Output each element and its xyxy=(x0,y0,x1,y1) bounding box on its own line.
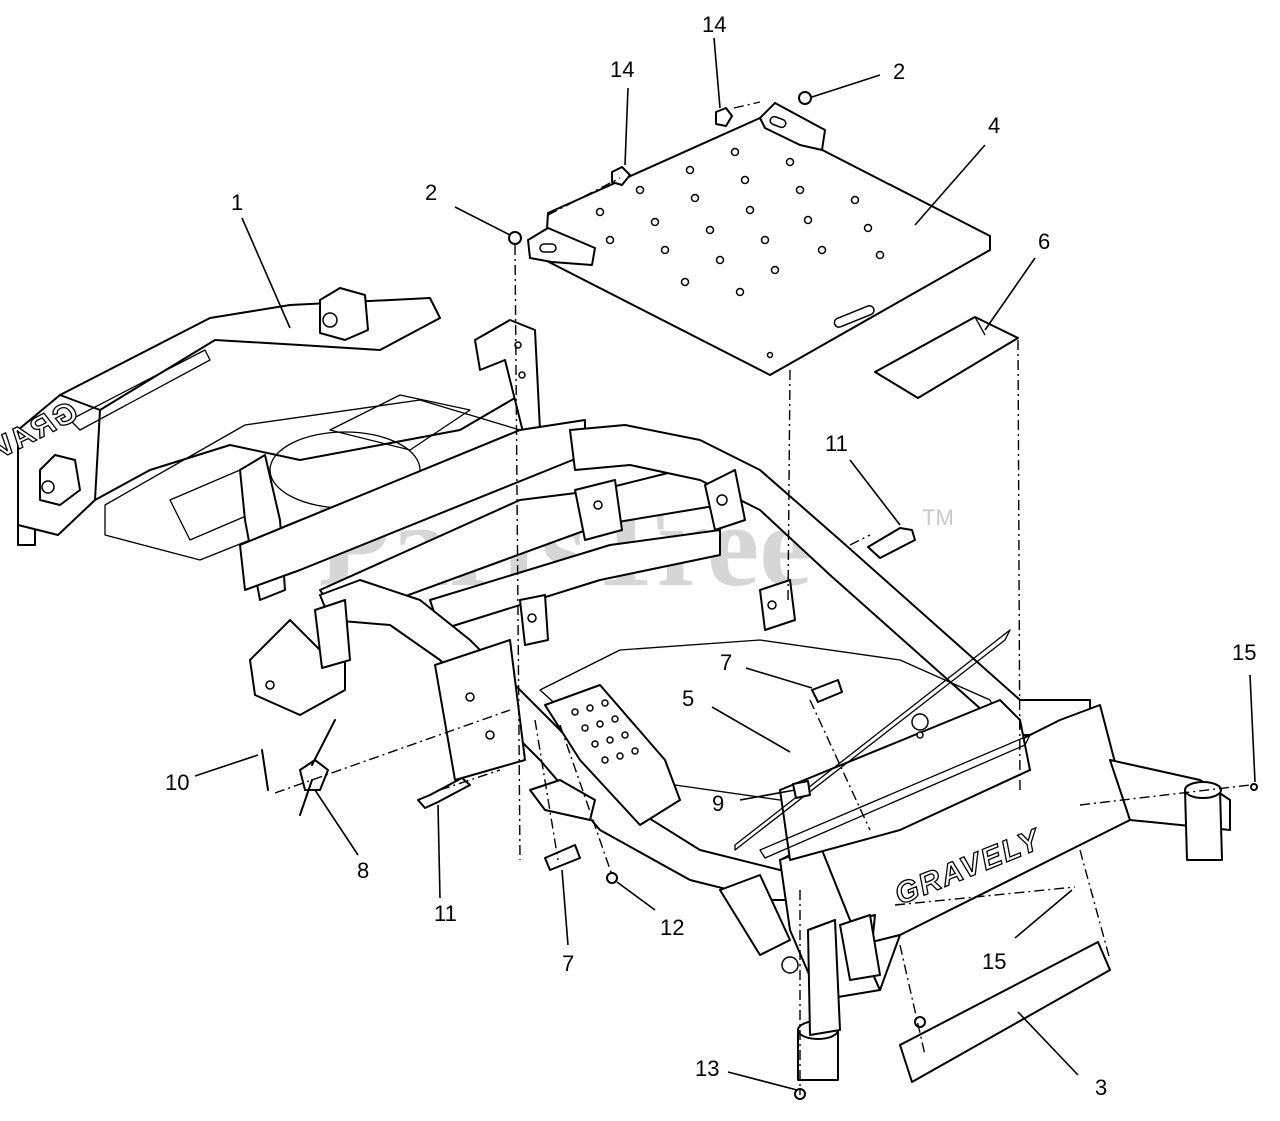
callout-9: 9 xyxy=(712,791,724,816)
seat-plate-holes xyxy=(595,147,885,359)
callout-11-top: 11 xyxy=(825,431,848,456)
callout-7-top: 7 xyxy=(720,650,732,675)
callout-14-right: 14 xyxy=(702,12,726,37)
bolt-11-top xyxy=(867,527,916,559)
cover-plate xyxy=(874,316,1019,399)
nut-14-right xyxy=(715,107,733,127)
callout-7-bottom: 7 xyxy=(562,951,574,976)
bottom-plate xyxy=(899,941,1111,1083)
callout-2-right: 2 xyxy=(893,59,905,84)
leader-lines xyxy=(194,37,1256,1091)
watermark-trademark: TM xyxy=(922,505,954,530)
callout-15-right: 15 xyxy=(1232,640,1256,665)
callout-14-left: 14 xyxy=(610,57,634,82)
center-plate xyxy=(734,629,1031,861)
pin-7-bottom xyxy=(544,844,581,871)
pin-7-top xyxy=(811,679,843,703)
nut-14-left xyxy=(611,166,631,186)
front-bumper: GRAVELY xyxy=(719,704,1231,1081)
callout-10: 10 xyxy=(165,770,189,795)
hardware xyxy=(261,91,1258,1100)
seat-plate xyxy=(527,102,991,376)
assembly-lines xyxy=(274,101,1251,1095)
pin-15-right xyxy=(1250,783,1258,791)
callout-3: 3 xyxy=(1095,1075,1107,1100)
bolt-11-bottom xyxy=(417,777,471,809)
washer-2-right xyxy=(798,91,812,105)
foot-grate xyxy=(529,684,681,826)
callout-1: 1 xyxy=(231,190,243,215)
callout-11-bottom: 11 xyxy=(434,901,457,926)
washer-2-left xyxy=(508,231,522,245)
pin-10 xyxy=(261,749,269,791)
callout-13: 13 xyxy=(695,1056,719,1081)
callout-12: 12 xyxy=(660,915,684,940)
callout-4: 4 xyxy=(988,113,1000,138)
part-9 xyxy=(792,780,811,799)
nut-12 xyxy=(606,872,618,884)
callout-15-lower: 15 xyxy=(982,949,1006,974)
callout-8: 8 xyxy=(357,858,369,883)
callouts: 1 2 2 3 4 5 6 7 7 8 9 10 11 11 12 13 14 … xyxy=(165,12,1256,1100)
main-frame xyxy=(239,419,1091,901)
knob-8 xyxy=(299,759,329,791)
callout-2-left: 2 xyxy=(425,180,437,205)
callout-6: 6 xyxy=(1038,229,1050,254)
callout-5: 5 xyxy=(682,686,694,711)
